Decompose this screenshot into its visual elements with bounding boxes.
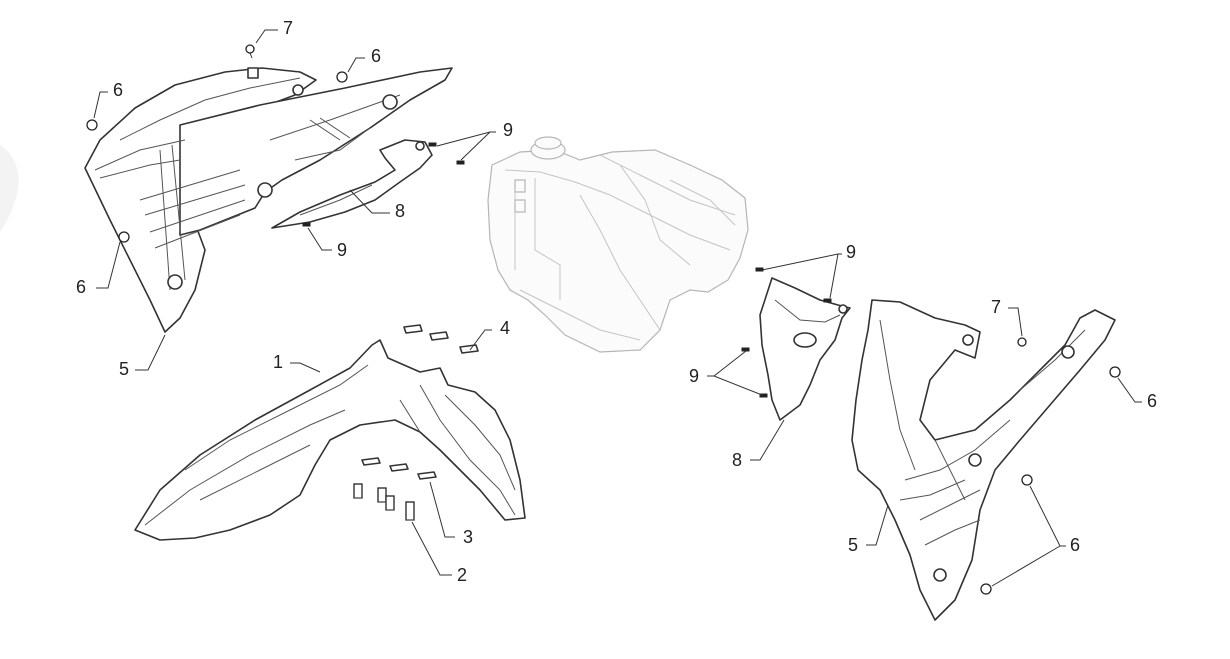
clip-set-4 (403, 324, 479, 354)
screw-icon (428, 142, 437, 147)
screw-icon (86, 119, 98, 131)
callout-6: 6 (76, 277, 86, 297)
screw-icon (1017, 337, 1027, 347)
callout-7: 7 (991, 297, 1001, 317)
callout-1: 1 (273, 352, 283, 372)
screw-icon (759, 393, 768, 398)
callout-4: 4 (500, 318, 510, 338)
callout-8: 8 (732, 450, 742, 470)
screw-icon (980, 583, 992, 595)
screw-icon (245, 44, 255, 59)
shroud-bracket-right (759, 277, 851, 421)
callout-6: 6 (113, 80, 123, 100)
screw-icon (118, 231, 130, 243)
callout-3: 3 (463, 527, 473, 547)
screw-icon (823, 298, 832, 303)
callout-6: 6 (1147, 391, 1157, 411)
callout-9: 9 (689, 366, 699, 386)
front-fender (134, 339, 526, 541)
screw-icon (1109, 366, 1121, 378)
fuel-tank (487, 136, 749, 353)
callout-6: 6 (371, 46, 381, 66)
callout-2: 2 (457, 565, 467, 585)
radiator-shroud-right (851, 299, 1116, 621)
screw-icon (456, 160, 465, 165)
callout-6: 6 (1070, 535, 1080, 555)
screw-icon (336, 71, 348, 83)
callout-5: 5 (848, 535, 858, 555)
callout-labels: 7 6 6 9 8 9 6 5 1 4 3 2 9 9 8 7 6 5 6 (76, 18, 1157, 585)
shroud-bracket-left (271, 139, 433, 229)
callout-8: 8 (395, 201, 405, 221)
callout-7: 7 (283, 18, 293, 38)
callout-5: 5 (119, 359, 129, 379)
leader-lines (93, 29, 1142, 587)
radiator-shroud-left (84, 67, 453, 333)
fasteners (86, 44, 1121, 595)
screw-icon (302, 222, 311, 227)
clip-set-3 (361, 457, 437, 480)
background-shape (0, 145, 19, 232)
screw-icon (1021, 474, 1033, 486)
callout-9: 9 (503, 120, 513, 140)
screw-icon (741, 347, 750, 352)
callout-9: 9 (337, 240, 347, 260)
callout-9: 9 (846, 242, 856, 262)
screw-set-2 (353, 483, 415, 521)
